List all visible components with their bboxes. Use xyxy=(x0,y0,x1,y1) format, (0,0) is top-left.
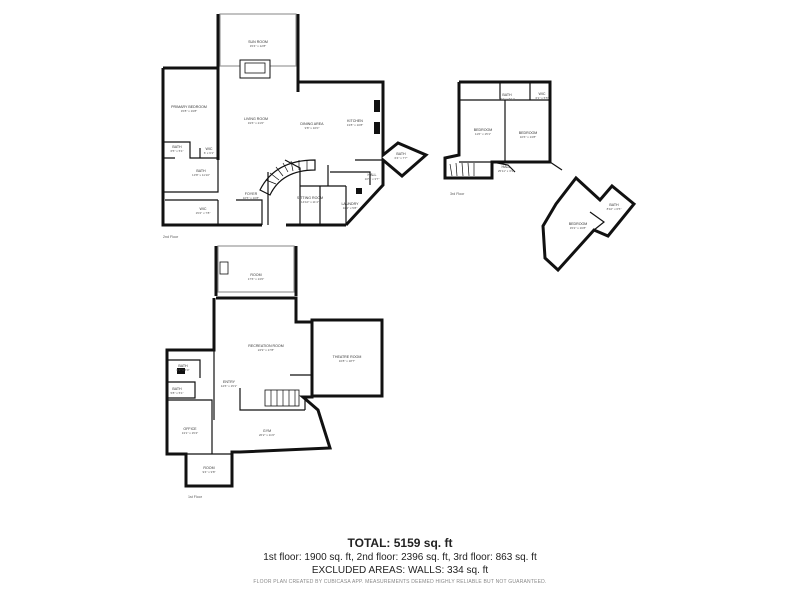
disclaimer-footer: FLOOR PLAN CREATED BY CUBICASA APP. MEAS… xyxy=(253,579,547,585)
room-name-bedroom-3: BEDROOM xyxy=(569,222,588,226)
kitchen-appliance-2 xyxy=(374,122,380,134)
floor-label-1st: 1st Floor xyxy=(188,495,203,499)
bedroom-bath-partitions xyxy=(163,141,219,225)
room-name-bedroom-2: BEDROOM xyxy=(519,131,538,135)
room-name-wic-top: WIC xyxy=(539,92,546,96)
room-dimensions-wic-a: 6' x 6'1" xyxy=(204,151,214,155)
room-name-office: OFFICE xyxy=(183,427,197,431)
room-name-bath-c: BATH xyxy=(396,152,406,156)
floor-plan-1st-floor: 1st Floor xyxy=(165,245,384,499)
room-dimensions-foyer: 10'5" x 10'8" xyxy=(243,196,259,200)
room-dimensions-hall: 10'9" x 3'7" xyxy=(365,177,380,181)
room-dimensions-hall-3: 25'11" x 3'3" xyxy=(498,169,514,173)
third-floor-partitions xyxy=(459,82,550,163)
third-floor-upper-walls xyxy=(443,80,552,180)
room-dimensions-living-room: 19'6" x 21'0" xyxy=(248,121,264,125)
room-name-kitchen: KITCHEN xyxy=(347,119,363,123)
room-name-dining-area: DINING AREA xyxy=(300,122,324,126)
room-dimensions-bedroom-2: 10'6" x 13'8" xyxy=(520,135,536,139)
room-dimensions-bath-1a: 6'1" x 5'0" xyxy=(176,368,189,372)
room-windows xyxy=(217,245,295,293)
room-dimensions-gym: 26'2" x 11'0" xyxy=(259,433,275,437)
living-room-walls xyxy=(216,68,300,160)
room-name-bath-b: BATH xyxy=(196,169,206,173)
room-name-entry: ENTRY xyxy=(223,380,236,384)
floor-area-breakdown: 1st floor: 1900 sq. ft, 2nd floor: 2396 … xyxy=(263,552,537,563)
room-name-laundry: LAUNDRY xyxy=(341,202,359,206)
room-name-bath-1b: BATH xyxy=(172,387,182,391)
first-floor-outer-walls xyxy=(165,296,333,488)
room-name-living-room: LIVING ROOM xyxy=(244,117,268,121)
room-dimensions-sun-room: 15'4" x 12'8" xyxy=(250,44,266,48)
room-dimensions-bath-c: 6'4" x 7'7" xyxy=(394,156,407,160)
third-floor-bath-partition xyxy=(589,211,605,231)
room-fixture xyxy=(219,261,229,275)
total-area: TOTAL: 5159 sq. ft xyxy=(347,536,453,550)
theatre-room-walls xyxy=(310,318,384,398)
room-name-foyer: FOYER xyxy=(245,192,258,196)
room-name-hall-3: HALL xyxy=(502,165,511,169)
room-name-room: ROOM xyxy=(250,273,261,277)
room-name-hall: HALL xyxy=(368,173,377,177)
floor-plan-3rd-floor: 3rd Floor xyxy=(443,80,637,273)
room-dimensions-recreation-room: 24'9" x 17'8" xyxy=(258,348,274,352)
third-floor-stairs xyxy=(449,162,475,177)
room-dimensions-sitting-room: 14'10" x 11'4" xyxy=(301,200,319,204)
second-floor-outer-walls xyxy=(161,66,429,227)
room-name-wic-b: WIC xyxy=(200,207,207,211)
room-dimensions-theatre-room: 16'8" x 18'7" xyxy=(339,359,355,363)
room-name-recreation-room: RECREATION ROOM xyxy=(248,344,283,348)
room-dimensions-bath-3: 8'10" x 6'5" xyxy=(607,207,622,211)
room-dimensions-bath-a: 6'5" x 5'1" xyxy=(170,149,183,153)
fireplace-insert xyxy=(244,62,266,74)
room-dimensions-bath-1b: 5'8" x 5'1" xyxy=(170,391,183,395)
room-dimensions-primary-bedroom: 15'8" x 19'8" xyxy=(181,109,197,113)
bath-fixture xyxy=(177,368,185,374)
room-dimensions-wic-top: 6'1" x 5'5" xyxy=(535,96,548,100)
floor-plan-2nd-floor: 2nd Floor xyxy=(161,13,429,239)
room-name-bedroom-1: BEDROOM xyxy=(474,128,493,132)
room-name-theatre-room: THEATRE ROOM xyxy=(333,355,362,359)
room-dimensions-dining-area: 9'8" x 10'0" xyxy=(305,126,320,130)
floor-label-2nd: 2nd Floor xyxy=(163,235,179,239)
room-dimensions-bedroom-1: 11'6" x 15'1" xyxy=(475,132,491,136)
room-dimensions-wic-b: 15'2" x 7'8" xyxy=(196,211,211,215)
first-floor-partitions xyxy=(167,350,312,455)
kitchen-appliance-1 xyxy=(374,100,380,112)
room-walls xyxy=(214,246,298,296)
room-dimensions-room-small: 9'4" x 9'8" xyxy=(202,470,215,474)
room-name-primary-bedroom: PRIMARY BEDROOM xyxy=(171,105,207,109)
fireplace xyxy=(239,59,271,79)
room-name-sun-room: SUN ROOM xyxy=(248,40,268,44)
room-name-gym: GYM xyxy=(263,429,271,433)
room-dimensions-bath-b: 13'8" x 11'10" xyxy=(192,173,210,177)
room-dimensions-kitchen: 13'8" x 10'8" xyxy=(347,123,363,127)
room-name-bath-1a: BATH xyxy=(178,364,188,368)
first-floor-stairs xyxy=(264,389,300,407)
room-dimensions-office: 13'1" x 15'4" xyxy=(182,431,198,435)
third-floor-lower-walls xyxy=(541,175,637,273)
room-dimensions-room: 17'6" x 13'0" xyxy=(248,277,264,281)
second-floor-stairs xyxy=(259,159,316,196)
room-dimensions-laundry: 11'3" x 5'8" xyxy=(343,206,358,210)
room-dimensions-bath-top: 10'1" x 5'11" xyxy=(499,97,515,101)
room-name-bath-a: BATH xyxy=(172,145,182,149)
room-dimensions-entry: 14'6" x 15'1" xyxy=(221,384,237,388)
room-name-room-small: ROOM xyxy=(203,466,214,470)
sun-room-walls xyxy=(216,14,300,68)
excluded-areas: EXCLUDED AREAS: WALLS: 334 sq. ft xyxy=(311,565,489,576)
room-name-wic-a: WIC xyxy=(206,147,213,151)
floor-label-3rd: 3rd Floor xyxy=(450,192,465,196)
laundry-appliance xyxy=(356,188,362,194)
third-floor-hall xyxy=(491,161,563,173)
room-name-bath-top: BATH xyxy=(502,93,512,97)
room-name-sitting-room: SITTING ROOM xyxy=(297,196,323,200)
room-name-bath-3: BATH xyxy=(609,203,619,207)
lower-partitions xyxy=(236,159,383,225)
room-dimensions-bedroom-3: 15'2" x 16'8" xyxy=(570,226,586,230)
